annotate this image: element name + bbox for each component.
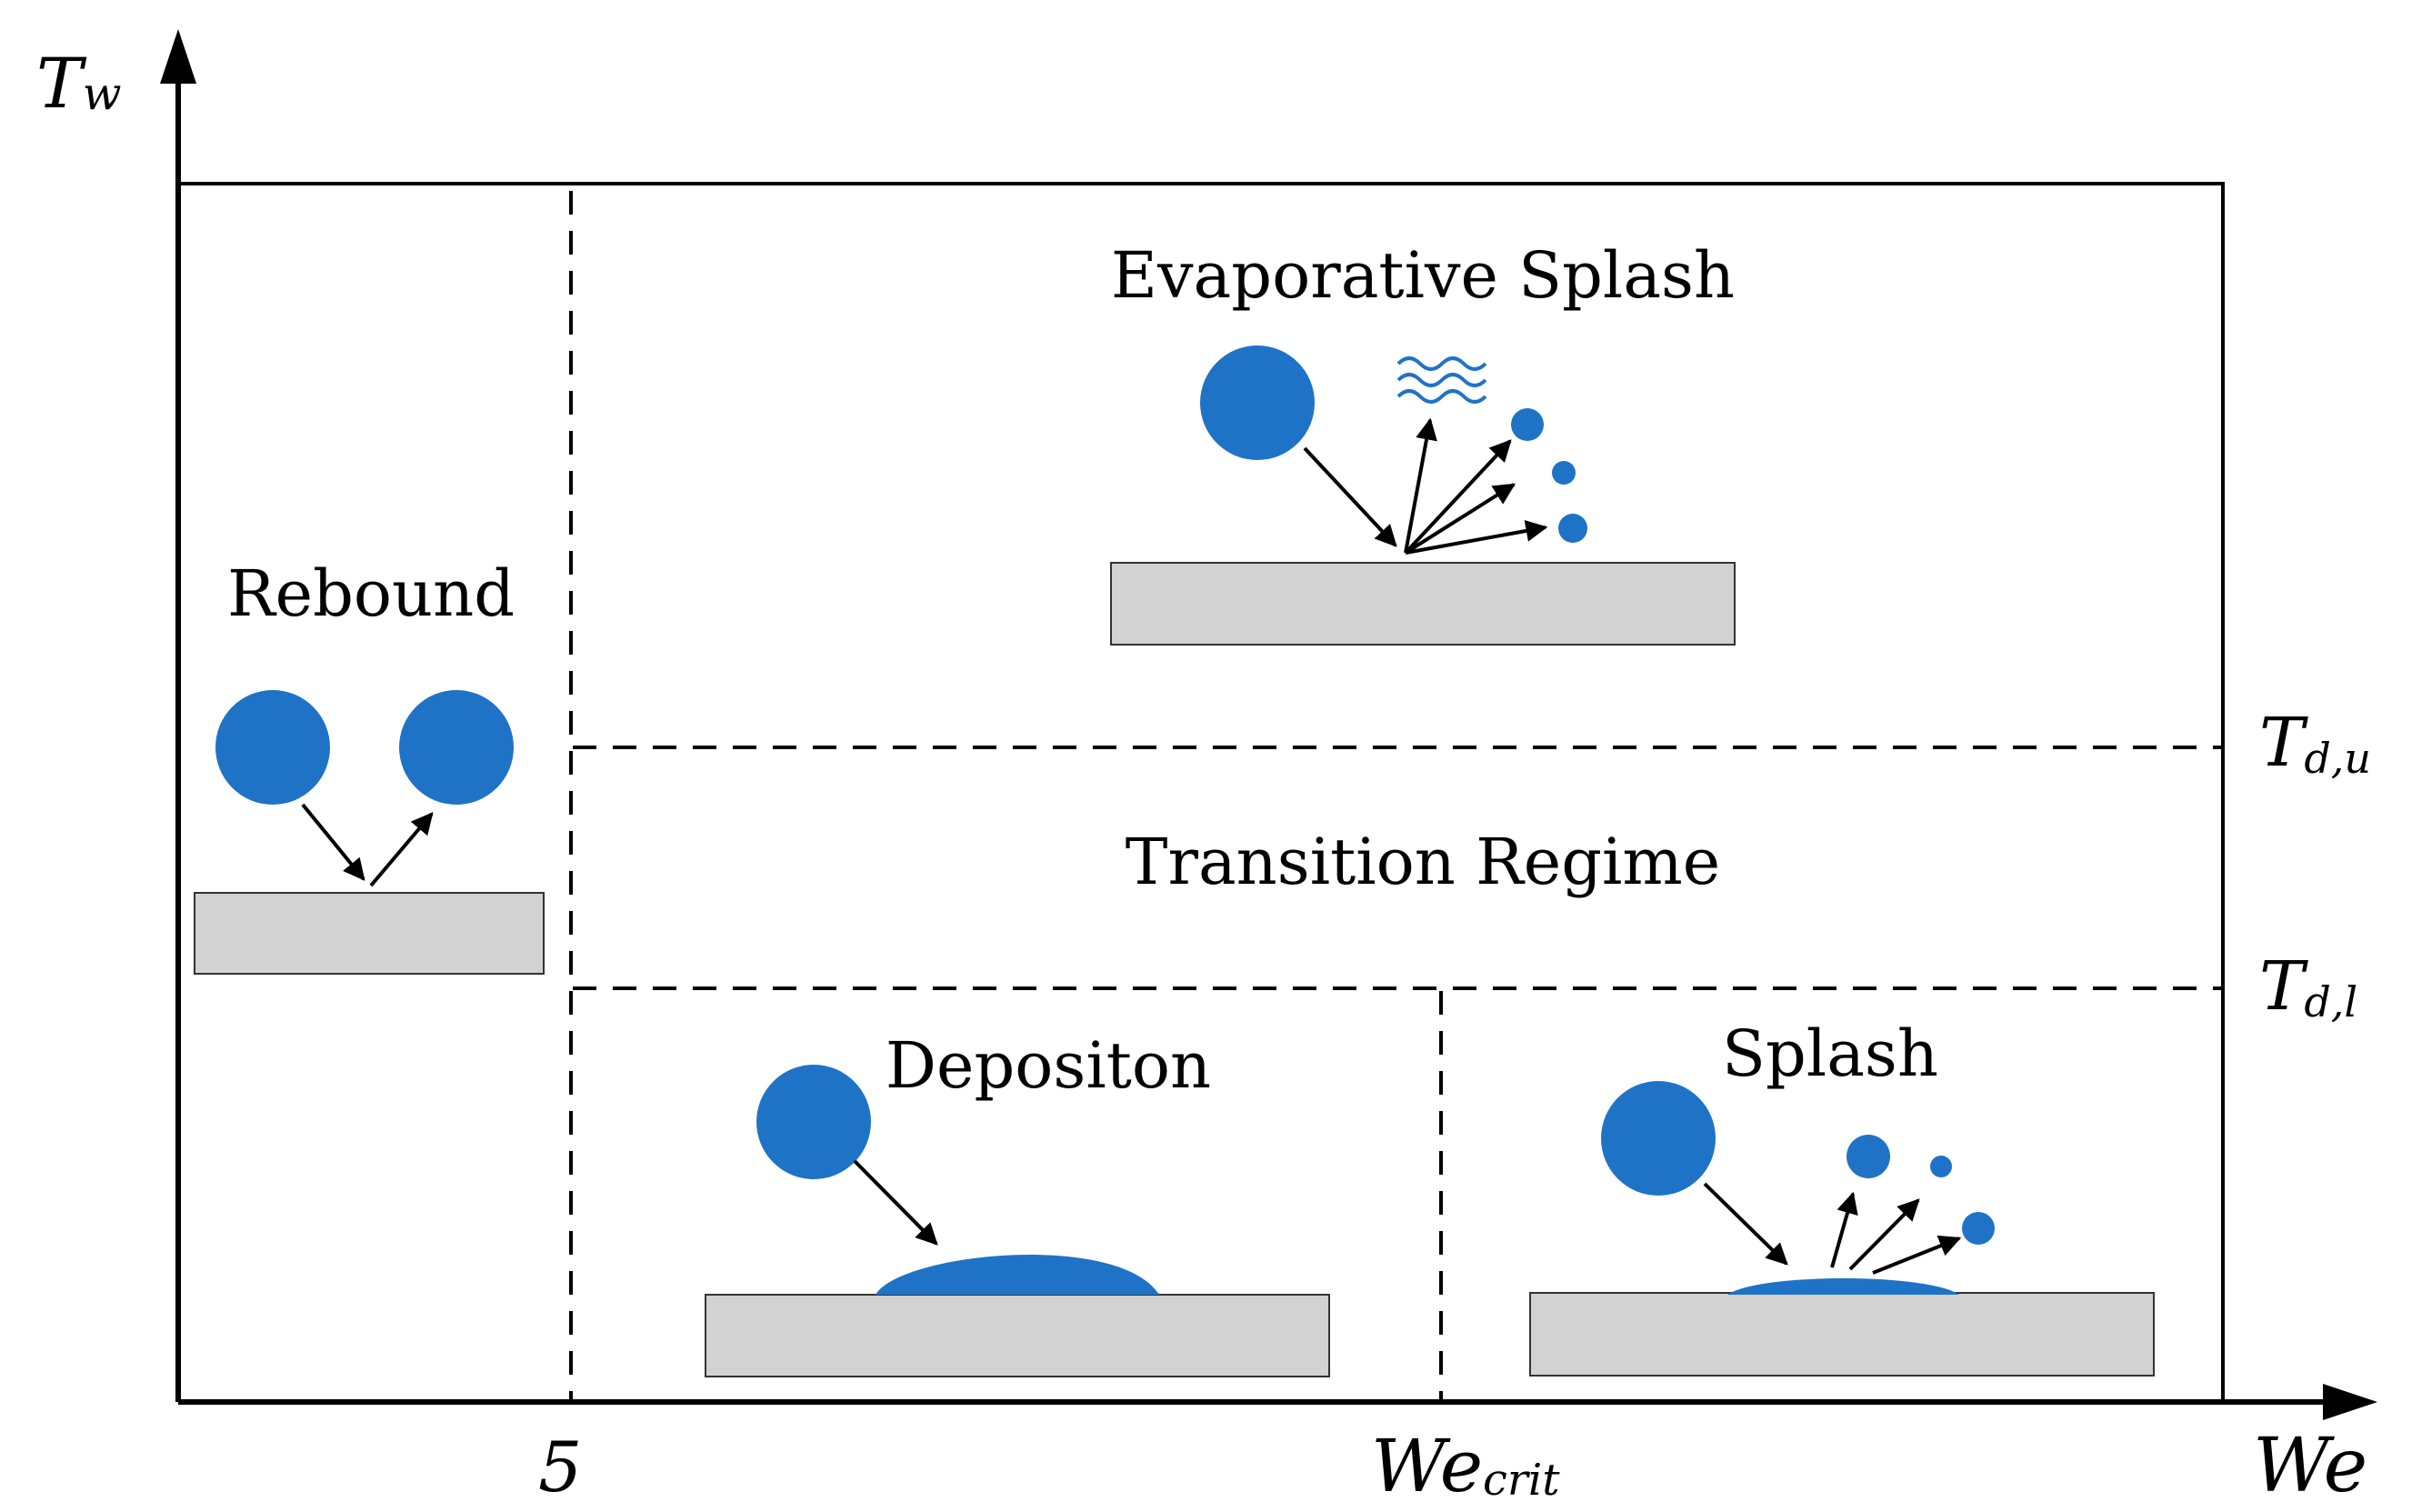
secondary-droplet bbox=[1558, 514, 1587, 543]
axes bbox=[160, 29, 2377, 1420]
secondary-droplet bbox=[1552, 461, 1576, 485]
ejection-arrow bbox=[1404, 417, 1437, 554]
ejection-arrow bbox=[1404, 483, 1516, 555]
incoming-droplet bbox=[756, 1065, 871, 1179]
region-title-rebound: Rebound bbox=[227, 556, 515, 631]
rebound-arrow bbox=[369, 812, 434, 887]
region-title-splash: Splash bbox=[1722, 1016, 1938, 1091]
rebounding-droplet bbox=[399, 690, 514, 805]
secondary-droplet bbox=[1962, 1212, 1995, 1245]
x-tick-we-crit: Wecrit bbox=[1371, 1424, 1560, 1508]
incoming-droplet bbox=[1200, 345, 1315, 460]
x-tick-5: 5 bbox=[538, 1427, 582, 1507]
regime-frame bbox=[178, 182, 2225, 1402]
vapor-icon bbox=[1396, 356, 1487, 404]
wall-surface bbox=[1529, 1292, 2155, 1377]
region-title-evaporative-splash: Evaporative Splash bbox=[1111, 238, 1735, 313]
ejection-arrow bbox=[1404, 439, 1512, 555]
secondary-droplet bbox=[1847, 1135, 1890, 1178]
impact-arrow bbox=[1303, 446, 1397, 547]
y-tick-td-lower: Td,l bbox=[2259, 947, 2357, 1026]
impact-arrow bbox=[1703, 1182, 1788, 1266]
ejection-arrow bbox=[1848, 1198, 1920, 1271]
y-axis-arrowhead bbox=[160, 29, 196, 84]
x-axis-label: We bbox=[2253, 1423, 2367, 1509]
x-axis-arrowhead bbox=[2323, 1384, 2377, 1420]
incoming-droplet bbox=[215, 690, 330, 805]
ejection-arrow bbox=[1405, 520, 1548, 555]
wall-surface bbox=[1110, 562, 1736, 646]
impact-arrow bbox=[853, 1159, 938, 1246]
rebound-illustration bbox=[194, 690, 545, 975]
ejection-arrow bbox=[1872, 1235, 1962, 1275]
region-title-deposition: Depositon bbox=[886, 1028, 1211, 1103]
wall-surface bbox=[194, 892, 545, 975]
wall-surface bbox=[705, 1294, 1330, 1377]
ejection-arrow bbox=[1830, 1191, 1858, 1268]
y-axis-label: Tw bbox=[36, 43, 122, 124]
spread-lamella bbox=[1727, 1278, 1959, 1295]
impact-arrow bbox=[301, 803, 365, 881]
evaporative-splash-illustration bbox=[1110, 345, 1736, 646]
y-tick-td-upper: Td,u bbox=[2259, 704, 2371, 783]
region-title-transition: Transition Regime bbox=[1126, 825, 1720, 899]
incoming-droplet bbox=[1601, 1081, 1716, 1196]
deposited-film bbox=[876, 1255, 1159, 1295]
deposition-illustration bbox=[705, 1065, 1330, 1377]
secondary-droplet bbox=[1930, 1156, 1952, 1177]
secondary-droplet bbox=[1511, 408, 1544, 441]
splash-illustration bbox=[1529, 1081, 2155, 1377]
regime-boundaries bbox=[569, 191, 2223, 1400]
